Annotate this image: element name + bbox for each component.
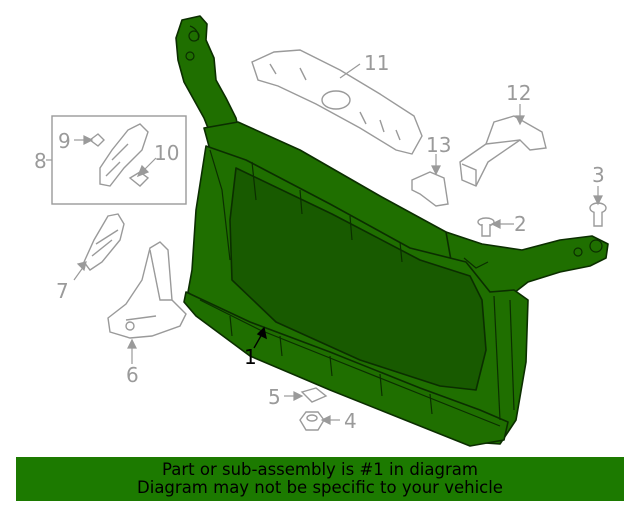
callout-7: 7 [56, 279, 69, 303]
clip-part-10[interactable] [128, 171, 150, 187]
banner-line-1: Part or sub-assembly is #1 in diagram [162, 460, 478, 479]
subassembly-box-part-8 [51, 115, 187, 205]
callout-6: 6 [126, 363, 139, 387]
callout-10: 10 [154, 141, 179, 165]
leader-lines [46, 63, 603, 425]
nut-part-4[interactable] [299, 411, 325, 431]
callout-3: 3 [592, 163, 605, 187]
bracket-part-13[interactable] [411, 171, 449, 207]
bracket-part-7[interactable] [83, 213, 125, 271]
bracket-part-12[interactable] [459, 115, 547, 187]
callout-1: 1 [244, 345, 257, 369]
callout-9: 9 [58, 129, 71, 153]
banner-line-2: Diagram may not be specific to your vehi… [137, 478, 503, 497]
callout-4: 4 [344, 409, 357, 433]
callout-11: 11 [364, 51, 389, 75]
bracket-part-6[interactable] [107, 241, 187, 339]
radiator-support-part-1[interactable] [175, 15, 609, 447]
parts-diagram: 11 12 13 3 2 9 8 10 7 6 5 4 1 [34, 15, 609, 447]
callout-12: 12 [506, 81, 531, 105]
bracket-part-8-detail[interactable] [99, 123, 149, 187]
clip-part-5[interactable] [300, 387, 328, 403]
clip-part-9[interactable] [88, 133, 105, 147]
leader-line-part-1 [253, 326, 267, 349]
part-1-detail-lines [185, 25, 603, 427]
bolt-part-3[interactable] [589, 202, 607, 227]
info-banner: Part or sub-assembly is #1 in diagram Di… [16, 457, 624, 501]
bolt-part-2[interactable] [477, 217, 495, 237]
callout-5: 5 [268, 385, 281, 409]
callout-2: 2 [514, 212, 527, 236]
callout-13: 13 [426, 133, 451, 157]
callout-8: 8 [34, 149, 47, 173]
bracket-part-11[interactable] [251, 49, 423, 155]
